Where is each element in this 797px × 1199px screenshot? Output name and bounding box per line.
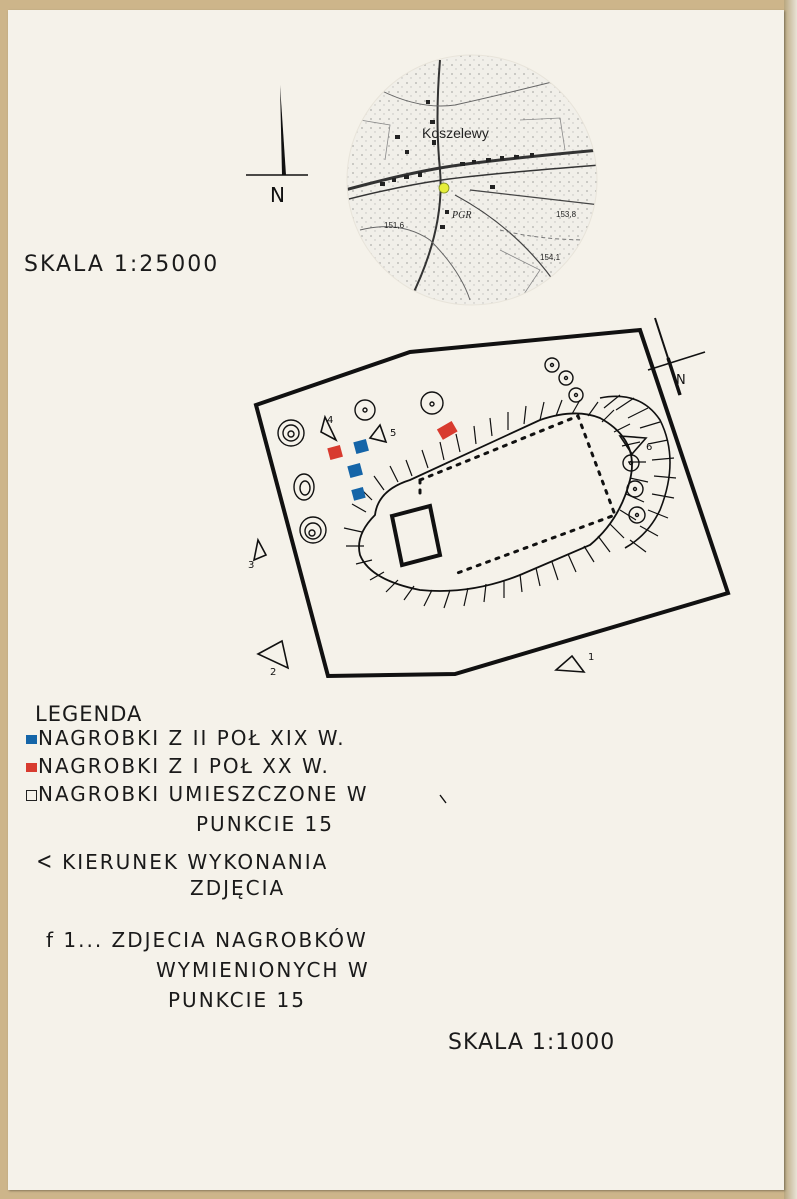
stray-mark (439, 794, 447, 804)
site-plan: N (248, 317, 731, 679)
scale-label-bottom: SKALA 1:1000 (448, 1030, 616, 1055)
photo-marker-1: 1 (588, 652, 594, 663)
embankment-hachures (343, 394, 677, 609)
legend-item-direction: < KIERUNEK WYKONANIA (34, 847, 328, 875)
locator-height-2: 153,8 (556, 210, 577, 219)
placed-tomb-swatch-icon (26, 790, 37, 801)
legend-item-red: NAGROBKI Z I POŁ XX W. (26, 754, 330, 778)
photo-marker-3: 3 (248, 560, 254, 571)
locator-map: Koszelewy PGR 151,6 153,8 154,1 (346, 54, 598, 306)
photo-marker-2: 2 (270, 667, 276, 678)
legend-item-placed-label-cont: PUNKCIE 15 (196, 812, 334, 836)
north-label-site: N (676, 373, 686, 388)
north-label-top: N (270, 183, 285, 207)
photo-marker-5: 5 (390, 428, 396, 439)
cemetery-boundary (253, 327, 731, 679)
legend-item-photos-cont-1: WYMIENIONYCH W (156, 958, 370, 982)
colored-tombs (327, 420, 458, 501)
red-tomb-swatch-icon (26, 763, 37, 772)
legend-item-placed: NAGROBKI UMIESZCZONE W (26, 782, 368, 806)
locator-village-label: Koszelewy (422, 125, 489, 141)
legend-item-direction-label: KIERUNEK WYKONANIA (62, 850, 329, 874)
dotted-enclosure (418, 414, 617, 577)
legend-item-direction-label-cont: ZDJĘCIA (190, 876, 286, 900)
chapel-building (389, 503, 443, 568)
locator-pgr-label: PGR (451, 210, 471, 221)
legend-item-photos: f 1... ZDJECIA NAGROBKÓW (46, 928, 368, 952)
placed-tombstones (277, 357, 646, 544)
legend-item-red-label: NAGROBKI Z I POŁ XX W. (38, 754, 330, 778)
legend-title: LEGENDA (35, 702, 143, 726)
embankment-outline (358, 412, 633, 592)
north-arrow-top: N (246, 85, 308, 207)
legend-item-photos-cont-2: PUNKCIE 15 (168, 988, 306, 1012)
locator-height-3: 154,1 (540, 253, 561, 262)
locator-height-1: 151,6 (384, 221, 405, 230)
backing-board-edge (784, 0, 797, 1199)
photo-marker-6: 6 (646, 442, 652, 453)
scale-label-top: SKALA 1:25000 (24, 252, 220, 277)
photo-direction-markers (252, 414, 648, 673)
photo-marker-4: 4 (327, 415, 333, 426)
legend-item-placed-label: NAGROBKI UMIESZCZONE W (38, 782, 369, 806)
legend-item-blue: NAGROBKI Z II POŁ XIX W. (26, 726, 346, 750)
legend-item-blue-label: NAGROBKI Z II POŁ XIX W. (38, 726, 346, 750)
photo-direction-icon: < (36, 847, 54, 875)
blue-tomb-swatch-icon (26, 735, 37, 744)
